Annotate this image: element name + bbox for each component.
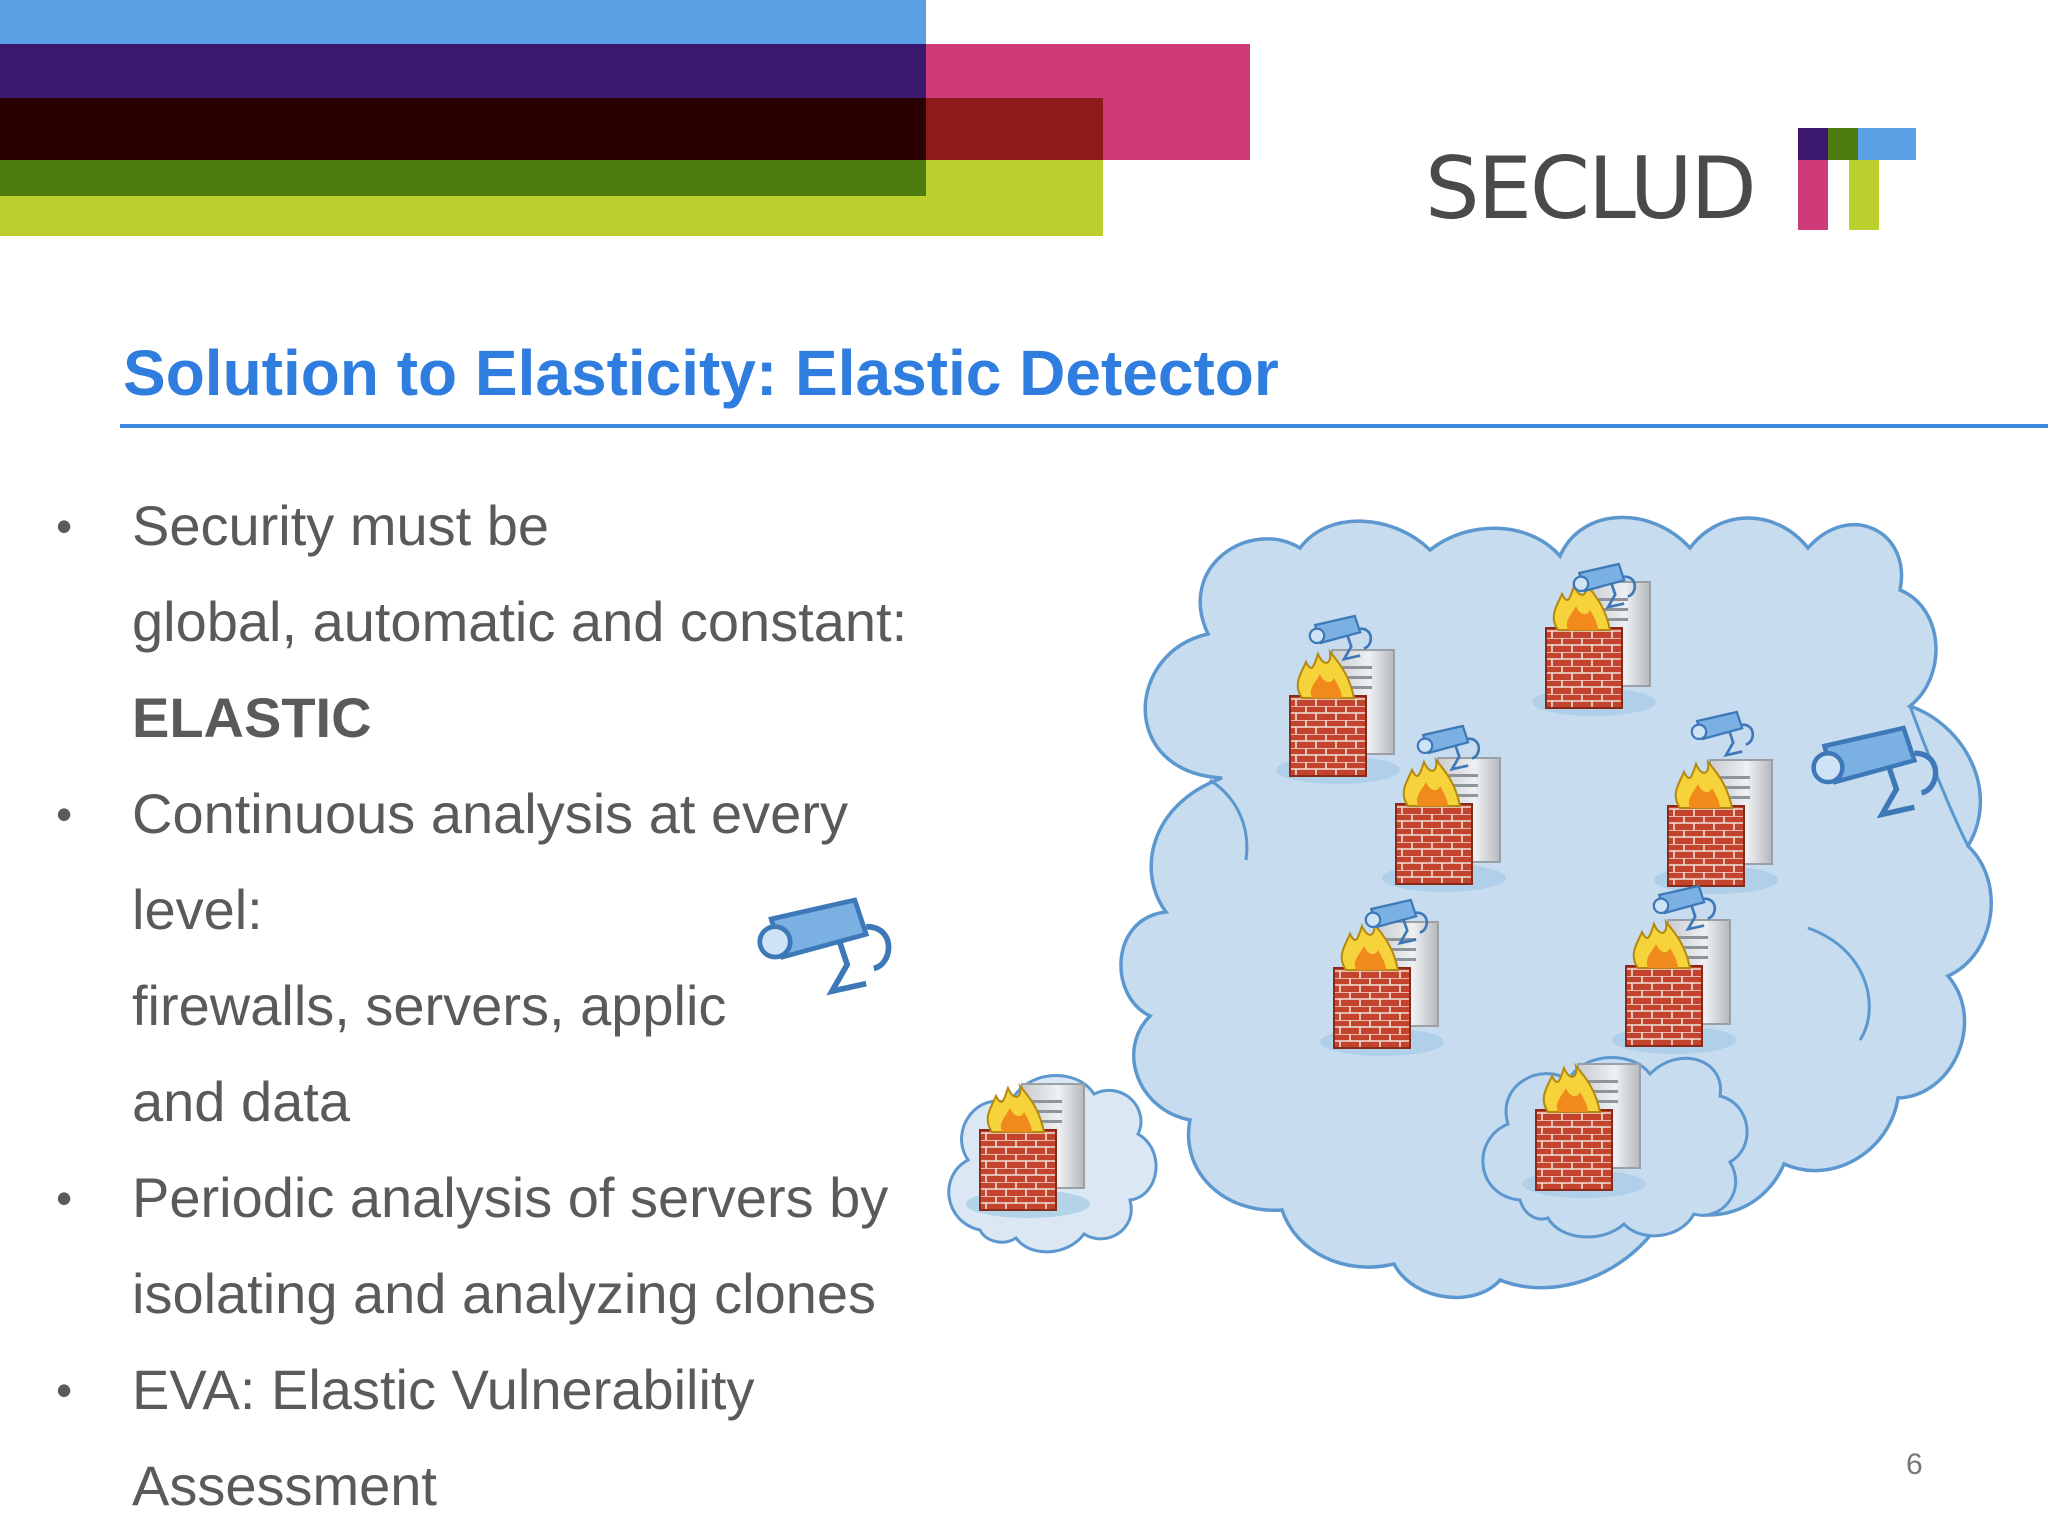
bullet-3-line-2: isolating and analyzing clones <box>132 1262 877 1325</box>
bullet-2-line-2: level: <box>132 878 263 941</box>
bullet-dot-3: • <box>56 1172 73 1224</box>
bullet-3-line-1: Periodic analysis of servers by <box>132 1166 889 1229</box>
logo-text: SECLUD <box>1425 139 1757 239</box>
bullet-2-line-4: and data <box>132 1070 350 1133</box>
security-camera-icon <box>760 900 889 991</box>
header-band-dark <box>0 98 926 160</box>
header-band-light-blue <box>0 0 926 44</box>
header-band-purple <box>0 44 926 98</box>
bullet-1-line-2: global, automatic and constant: <box>132 590 908 653</box>
bullet-2-line-1: Continuous analysis at every <box>132 782 848 845</box>
page-number: 6 <box>1906 1448 1923 1481</box>
header-band-green <box>0 160 926 196</box>
bullet-2-line-3: firewalls, servers, applic <box>132 974 727 1037</box>
bullet-1-line-3: ELASTIC <box>132 686 372 749</box>
bullet-dot-1: • <box>56 500 73 552</box>
bullet-dot-4: • <box>56 1364 73 1416</box>
bullet-1-line-1: Security must be <box>132 494 550 557</box>
slide-title: Solution to Elasticity: Elastic Detector <box>123 337 1279 409</box>
bullet-4-line-2: Assessment <box>132 1454 437 1517</box>
logo-mark-icon <box>1798 128 1916 230</box>
bullet-4-line-1: EVA: Elastic Vulnerability <box>132 1358 755 1421</box>
title-underline <box>120 424 2048 428</box>
bullet-dot-2: • <box>56 788 73 840</box>
